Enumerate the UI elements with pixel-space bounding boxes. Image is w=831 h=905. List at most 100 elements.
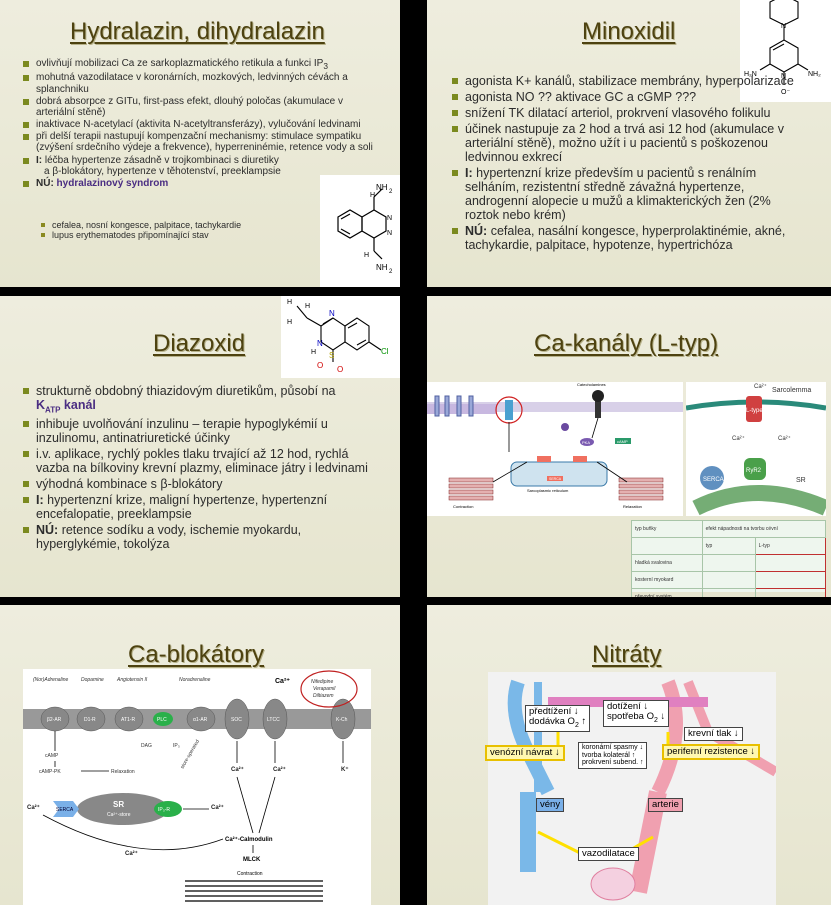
text: dodávka O2 ↑ [529, 717, 586, 730]
text: O⁻ [781, 89, 790, 96]
text: Contraction [453, 504, 473, 509]
text: H₂N [744, 71, 757, 78]
text: PKA [582, 440, 590, 445]
list-item: výhodná kombinace s β-blokátory [22, 477, 382, 491]
table-cell [631, 537, 703, 555]
text: hydralazinový syndrom [53, 178, 169, 189]
text: hypertenzní krize především u pacientů s… [465, 166, 771, 222]
list-item: mohutná vazodilatace v koronárních, mozk… [22, 72, 382, 95]
text: prokrvení subend. ↑ [582, 759, 644, 767]
label-periferni-rezistence: periferní rezistence ↓ [662, 744, 761, 761]
text: cAMP-PK [39, 769, 61, 775]
list-item: inaktivace N-acetylací (aktivita N-acety… [22, 119, 382, 130]
text: tvorba kolaterál ↑ [582, 751, 636, 759]
text: N [329, 309, 335, 318]
list-item: i.v. aplikace, rychlý pokles tlaku trvaj… [22, 447, 382, 475]
subscript: ATP [45, 405, 61, 415]
text: spotřeba O [607, 711, 654, 723]
text: předtížení ↓ [529, 706, 579, 717]
text: dotížení ↓ [607, 701, 649, 712]
text: Ca²⁺-Calmodulin [225, 836, 273, 843]
text: SR [796, 477, 806, 484]
list-item: při delší terapii nastupují kompenzační … [22, 131, 382, 153]
text: LTCC [267, 717, 280, 723]
table-row: kosterní myokard [631, 571, 827, 589]
slide-diazoxid[interactable]: Diazoxid Cl N N S O O H H H H [0, 296, 400, 597]
text: Ca²⁺ [231, 766, 244, 773]
list-item: NÚ: cefalea, nasální kongesce, hyperprol… [451, 224, 796, 252]
subscript: 3 [323, 61, 328, 71]
text: store-operated [180, 739, 202, 770]
table-cell [754, 588, 827, 597]
text: N [317, 339, 323, 348]
text: koronární spasmy ↓ [582, 744, 644, 751]
text: Angiotensin II [116, 677, 148, 683]
text: Nifedipine [311, 679, 333, 685]
text: Ca²⁺ [27, 804, 40, 811]
list-item: I: léčba hypertenze zásadně v trojkombin… [22, 155, 336, 177]
text: strukturně obdobný thiazidovým diuretiků… [36, 384, 336, 398]
table-cell: převodní systém [631, 588, 703, 597]
text: Ca²⁺ [275, 678, 290, 685]
text: H [370, 192, 375, 199]
slide-minoxidil[interactable]: Minoxidil H₂N NH₂ N N O⁻ agonista K+ kan… [427, 0, 831, 287]
text: Ca²⁺ [125, 850, 138, 857]
text: SOC [231, 717, 242, 723]
slide-title: Hydralazin, dihydralazin [70, 18, 325, 45]
table-cell: typ buňky [631, 520, 703, 538]
label-vazodilatace: vazodilatace [578, 847, 639, 862]
text: Diltiazem [313, 693, 334, 699]
list-item: NÚ: hydralazinový syndrom [22, 178, 382, 189]
text: spotřeba O2 ↓ [607, 712, 665, 725]
text: N [781, 73, 786, 80]
list-item: strukturně obdobný thiazidovým diuretiků… [22, 384, 382, 415]
slide-cakanaly[interactable]: Ca-kanály (L-typ) Catecholamines PKA cAM… [427, 296, 831, 597]
table-cell: L-typ [754, 537, 827, 555]
text: Relaxation [111, 769, 135, 775]
list-item: agonista NO ?? aktivace GC a cGMP ??? [451, 90, 796, 104]
slide-title: Diazoxid [153, 330, 246, 357]
label: I: [465, 166, 473, 180]
table-cell: efekt nápadnosti na tvorbu cévní [701, 520, 827, 538]
subscript: 2 [654, 717, 658, 725]
text: NH [376, 263, 388, 272]
label: NÚ: [36, 523, 59, 538]
table-cell [754, 571, 827, 589]
text: SERCA [56, 807, 74, 813]
hydralazine-structure: NH 2 H N N H NH 2 [320, 175, 400, 287]
text: RyR2 [746, 468, 762, 474]
list-item: snížení TK dilatací arteriol, prokrvení … [451, 106, 796, 120]
ca-blocker-diagram: (Nor)Adrenaline Dopamine Angiotensin II … [23, 669, 371, 905]
table-row: převodní systém [631, 588, 827, 597]
text: 2 [389, 269, 393, 275]
text: AT1-R [121, 717, 135, 723]
table-cell: kosterní myokard [631, 571, 703, 589]
text: Relaxation [623, 504, 642, 509]
text: L-type [746, 408, 763, 414]
label-venozni-navrat: venózní návrat ↓ [485, 745, 565, 762]
text: SR [113, 800, 124, 809]
text: cAMP [45, 753, 59, 759]
slide-title: Minoxidil [582, 18, 676, 45]
text: K-Ch [336, 717, 348, 723]
text: Ca²⁺ [778, 435, 791, 442]
text: (Nor)Adrenaline [33, 677, 69, 683]
text: H [364, 252, 369, 259]
slide-title: Ca-blokátory [128, 641, 265, 668]
list-item: I: hypertenzní krize především u pacient… [451, 166, 796, 222]
slide-cablokatory[interactable]: Ca-blokátory (Nor)Adrenaline Dopamine An… [0, 605, 400, 905]
slide-nitraty[interactable]: Nitráty předtížení ↓ dodávka O2 ↑ dotíže… [427, 605, 831, 905]
text: Cl [381, 347, 389, 356]
text: ↓ [657, 711, 666, 723]
slide-title: Ca-kanály (L-typ) [534, 330, 719, 357]
text: MLCK [243, 857, 261, 863]
text: N [387, 215, 392, 222]
text: K [36, 398, 46, 412]
text: K⁺ [341, 766, 349, 773]
subscript: 2 [574, 722, 579, 730]
slide-hydralazin[interactable]: Hydralazin, dihydralazin ovlivňují mobil… [0, 0, 400, 287]
text: S [329, 351, 334, 360]
text: O [317, 361, 323, 370]
katp: KATP kanál [36, 398, 96, 415]
